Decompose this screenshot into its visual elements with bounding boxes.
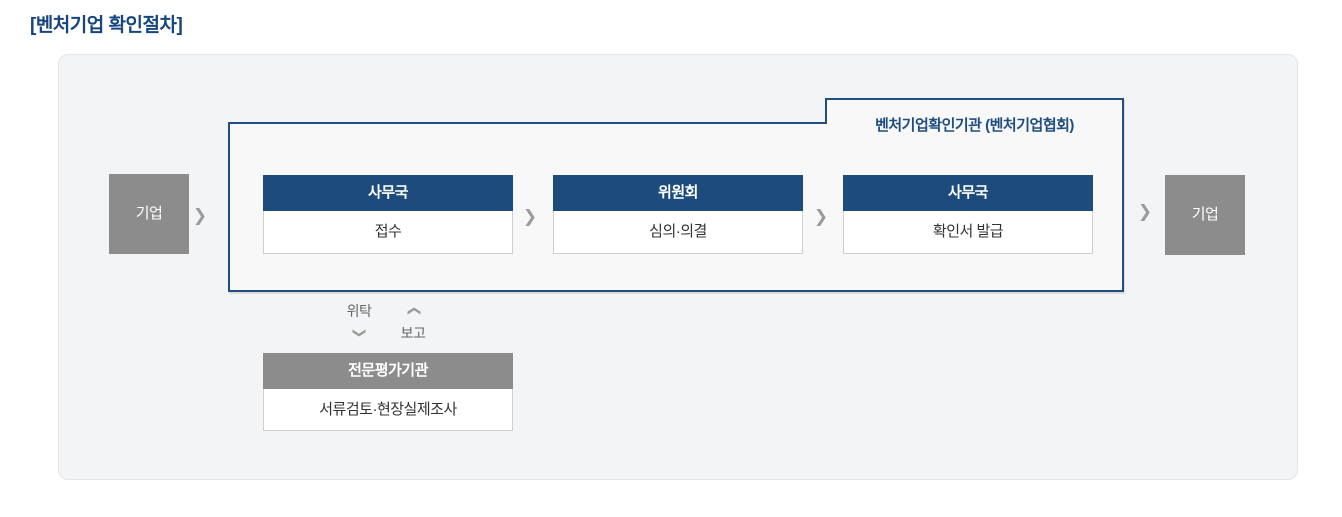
chevron-up-icon: ❯ bbox=[405, 305, 420, 317]
step-action-label: 심의·의결 bbox=[554, 211, 802, 253]
procedure-panel: 벤처기업확인기관 (벤처기업협회) 기업 ❯ 사무국 접수 ❯ 위원회 심의·의… bbox=[58, 54, 1298, 480]
right-chevron-icon: ❯ bbox=[522, 207, 538, 226]
entity-company-start: 기업 bbox=[109, 174, 189, 254]
evaluator-action-label: 서류검토·현장실제조사 bbox=[264, 389, 512, 430]
step-org-label: 위원회 bbox=[553, 175, 803, 211]
step-box-reception: 사무국 접수 bbox=[263, 175, 513, 254]
delegate-column: 위탁 ❯ bbox=[329, 300, 389, 344]
evaluator-org-label: 전문평가기관 bbox=[263, 353, 513, 389]
right-chevron-icon: ❯ bbox=[1137, 202, 1153, 221]
step-box-deliberation: 위원회 심의·의결 bbox=[553, 175, 803, 254]
step-action-label: 접수 bbox=[264, 211, 512, 253]
page-title: [벤처기업 확인절차] bbox=[30, 15, 183, 36]
chevron-down-icon: ❯ bbox=[352, 327, 367, 339]
step-box-issuance: 사무국 확인서 발급 bbox=[843, 175, 1093, 254]
right-chevron-icon: ❯ bbox=[813, 207, 829, 226]
evaluator-box: 전문평가기관 서류검토·현장실제조사 bbox=[263, 353, 513, 431]
entity-company-end: 기업 bbox=[1165, 175, 1245, 255]
report-label: 보고 bbox=[400, 325, 426, 341]
report-column: ❯ 보고 bbox=[389, 300, 437, 344]
step-org-label: 사무국 bbox=[263, 175, 513, 211]
delegation-links: 위탁 ❯ ❯ 보고 bbox=[329, 300, 437, 344]
right-chevron-icon: ❯ bbox=[192, 206, 208, 225]
agency-label: 벤처기업확인기관 (벤처기업협회) bbox=[875, 117, 1074, 134]
step-action-label: 확인서 발급 bbox=[844, 211, 1092, 253]
delegate-label: 위탁 bbox=[346, 303, 372, 319]
step-org-label: 사무국 bbox=[843, 175, 1093, 211]
